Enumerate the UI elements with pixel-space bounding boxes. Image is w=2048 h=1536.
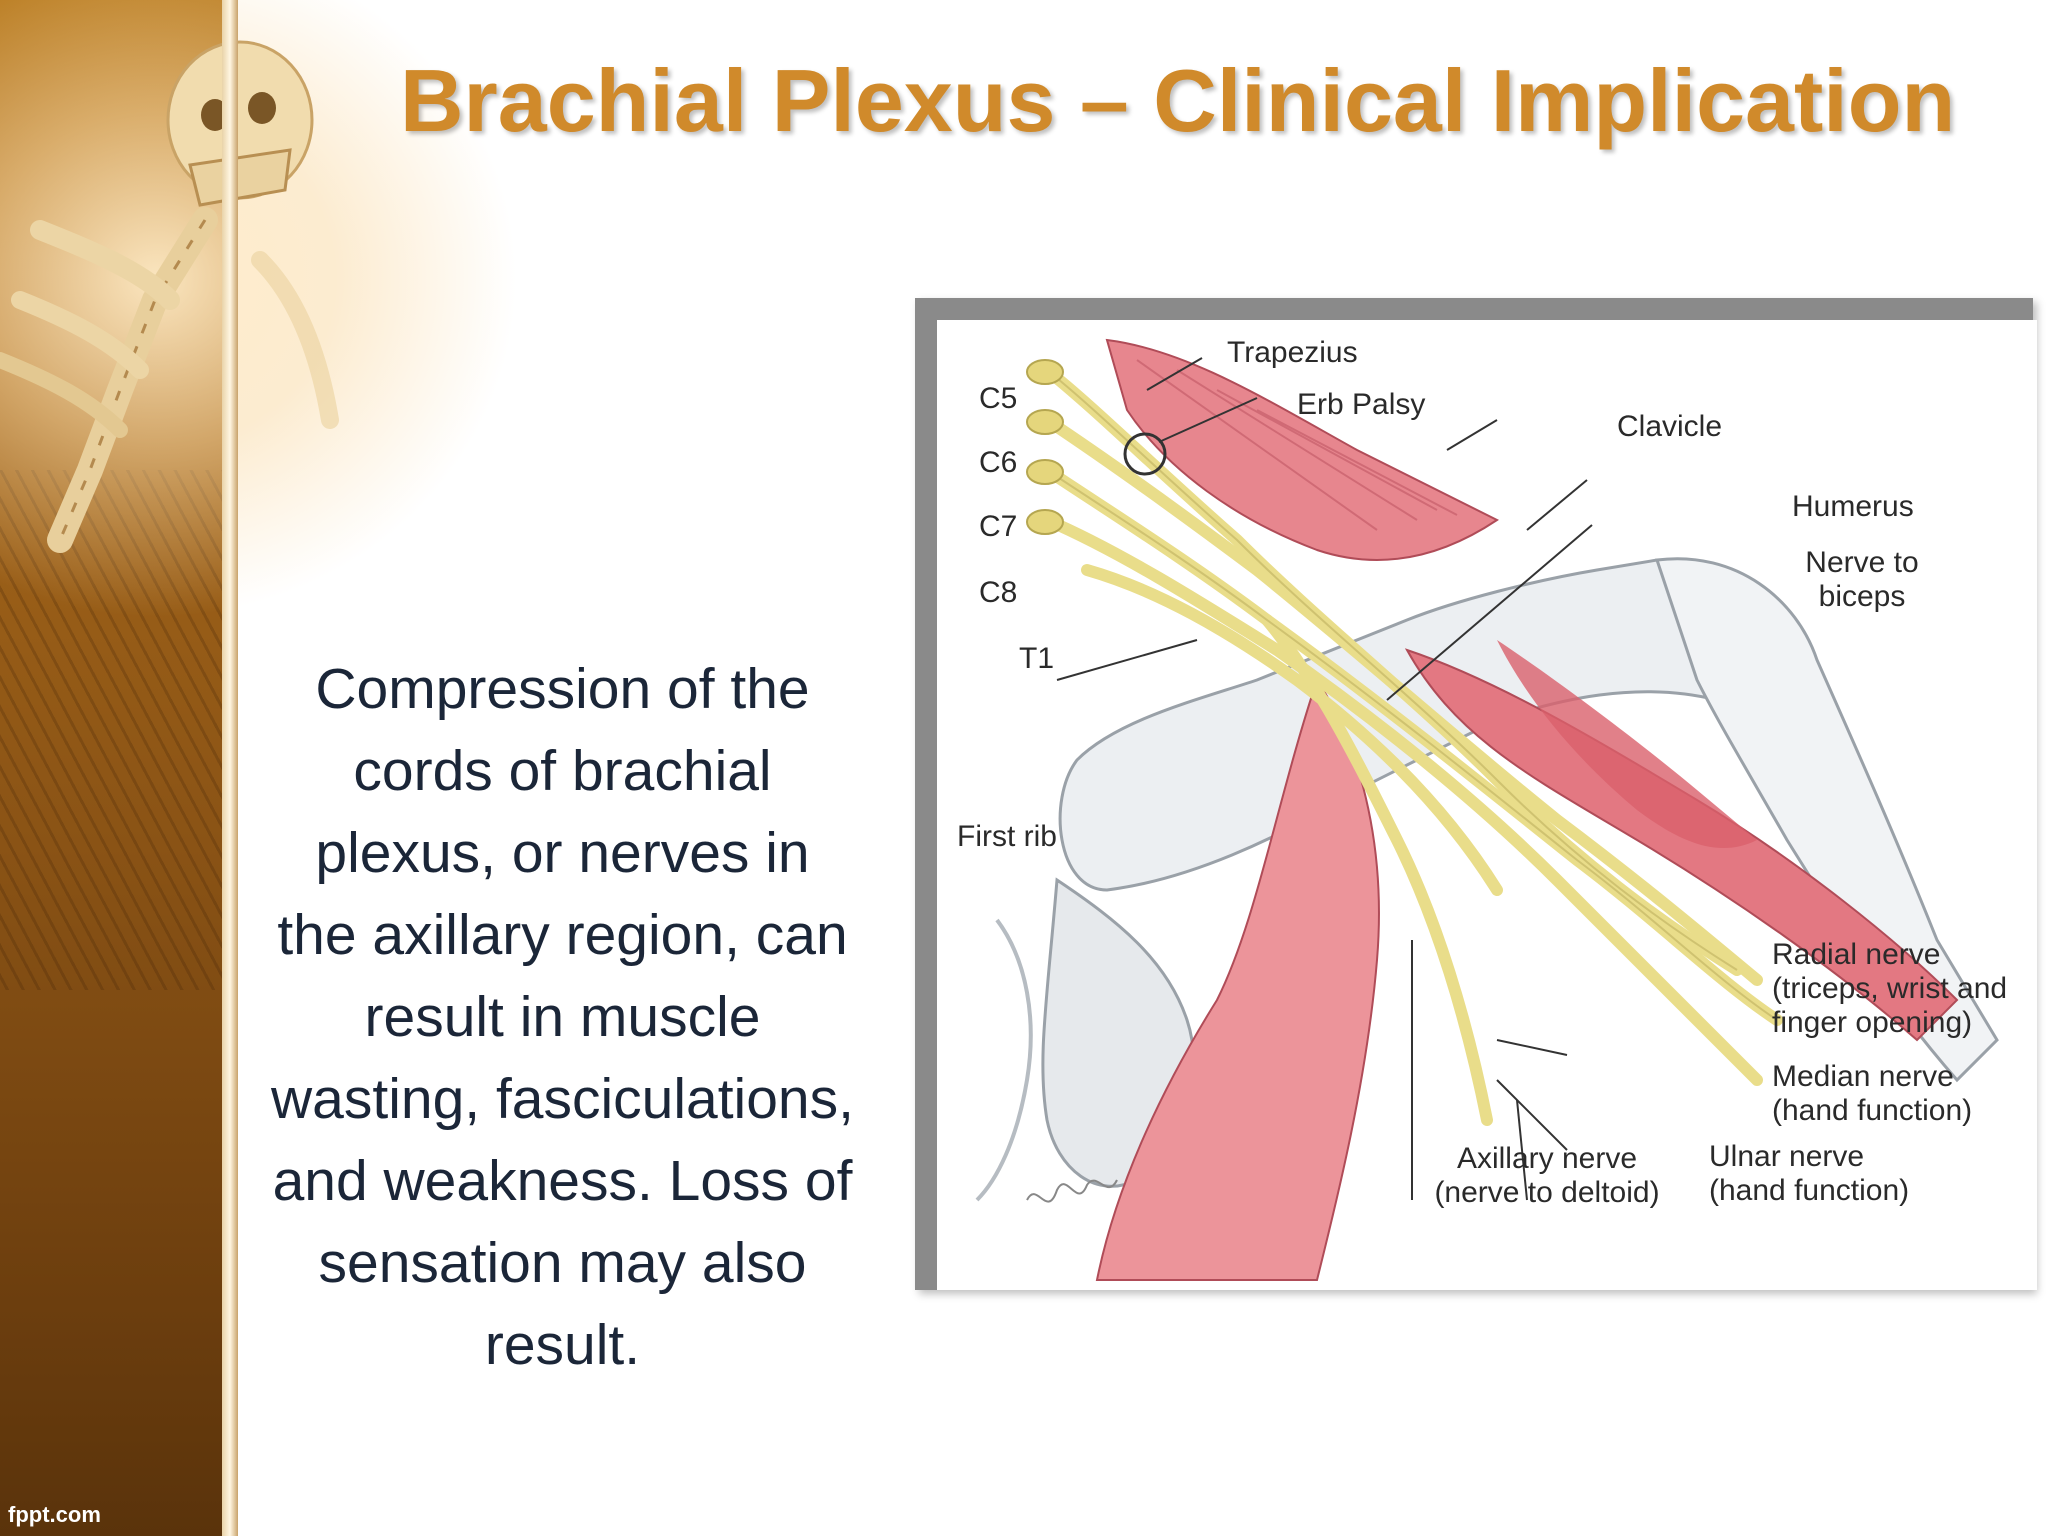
label-c5: C5	[979, 382, 1018, 415]
label-c8: C8	[979, 576, 1018, 609]
label-nerve-to-biceps-line2: biceps	[1818, 580, 1906, 613]
label-median-nerve: Median nerve (hand function)	[1772, 1060, 1972, 1128]
label-ulnar-line2: (hand function)	[1709, 1174, 1910, 1207]
label-nerve-to-biceps-line1: Nerve to	[1805, 546, 1919, 579]
label-erb-palsy: Erb Palsy	[1297, 388, 1426, 421]
label-axillary-line1: Axillary nerve	[1456, 1142, 1638, 1175]
label-median-line2: (hand function)	[1772, 1094, 1973, 1127]
label-radial-line3: finger opening)	[1772, 1006, 1973, 1039]
anatomy-figure-frame: Trapezius Erb Palsy Clavicle Humerus Ner…	[915, 298, 2037, 1290]
skeleton-decoration	[0, 40, 339, 553]
label-t1: T1	[1019, 642, 1055, 675]
label-ulnar-line1: Ulnar nerve	[1709, 1140, 1865, 1173]
label-c7: C7	[979, 510, 1018, 543]
label-axillary-nerve: Axillary nerve (nerve to deltoid)	[1417, 1142, 1677, 1210]
label-clavicle: Clavicle	[1617, 410, 1723, 443]
label-first-rib: First rib	[957, 820, 1057, 853]
brand-footer: fppt.com	[8, 1502, 101, 1527]
label-radial-nerve: Radial nerve (triceps, wrist and finger …	[1772, 938, 2007, 1040]
slide-body-text: Compression of the cords of brachial ple…	[271, 657, 854, 1377]
side-divider-stripe	[222, 0, 238, 1536]
anatomy-figure: Trapezius Erb Palsy Clavicle Humerus Ner…	[937, 320, 2037, 1290]
label-nerve-to-biceps: Nerve to biceps	[1797, 546, 1927, 614]
label-humerus: Humerus	[1792, 490, 1914, 523]
label-ulnar-nerve: Ulnar nerve (hand function)	[1709, 1140, 1909, 1208]
label-median-line1: Median nerve	[1772, 1060, 1954, 1093]
label-c6: C6	[979, 446, 1018, 479]
label-radial-line1: Radial nerve	[1772, 938, 1941, 971]
brachial-plexus-illustration	[975, 338, 1999, 1281]
label-axillary-line2: (nerve to deltoid)	[1434, 1176, 1660, 1209]
label-trapezius: Trapezius	[1227, 336, 1358, 369]
slide-title: Brachial Plexus – Clinical Implication	[400, 51, 1956, 150]
label-radial-line2: (triceps, wrist and	[1772, 972, 2008, 1005]
